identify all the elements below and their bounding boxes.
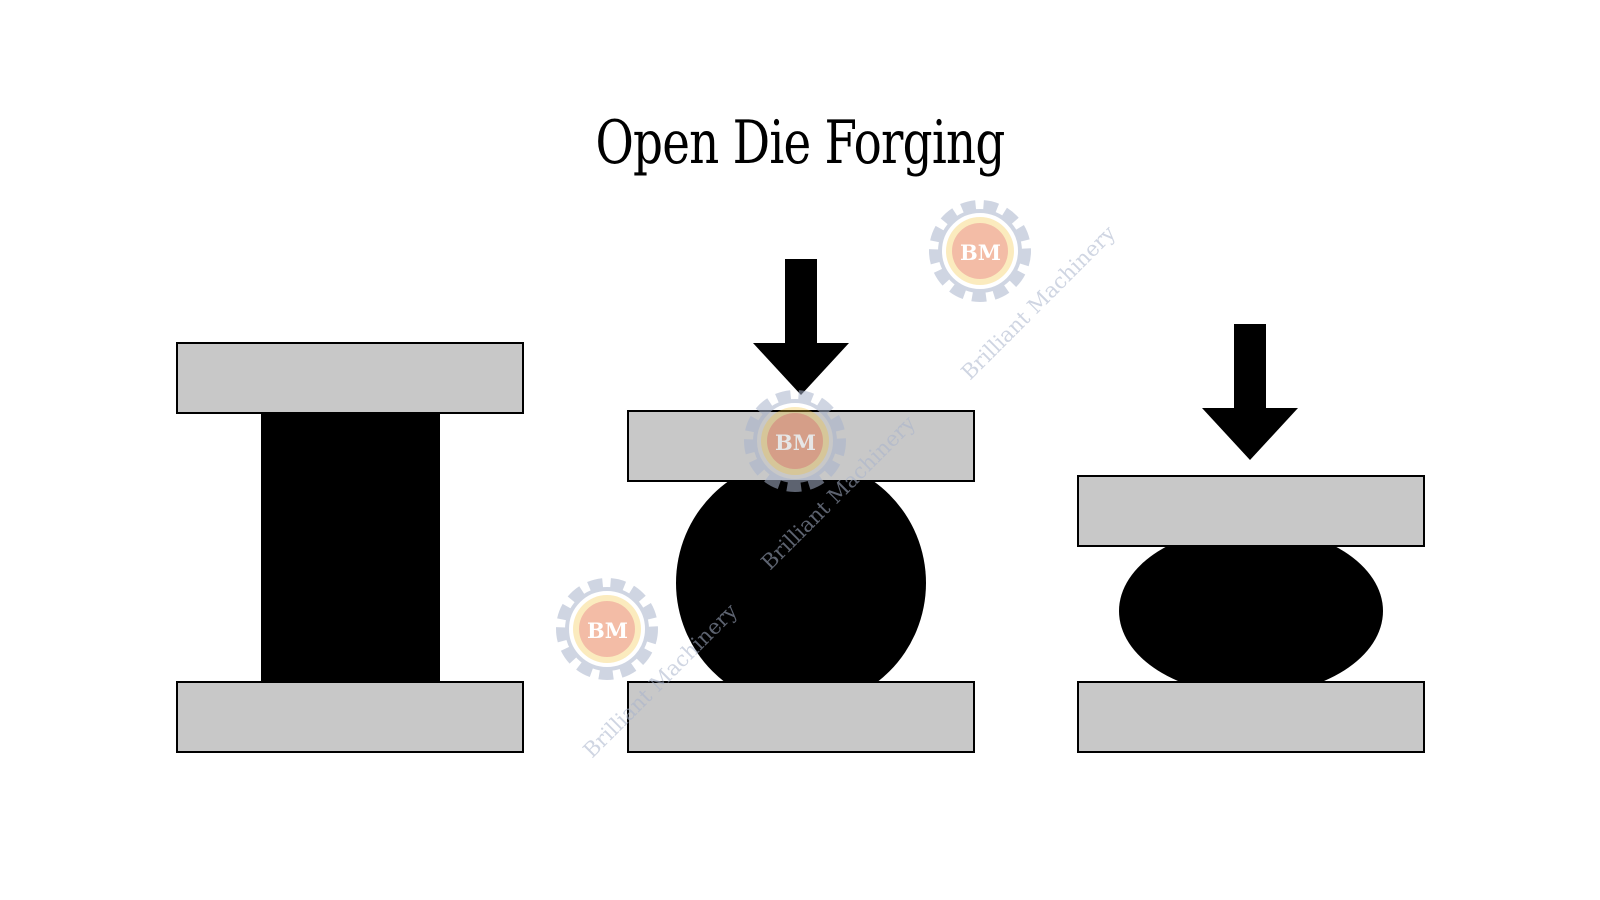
stage-2-down-arrow-icon <box>753 259 849 395</box>
stage-1-workpiece <box>261 402 440 682</box>
watermark-monogram: BM <box>775 430 816 455</box>
watermark-monogram: BM <box>587 618 628 643</box>
stage-2-upper-die <box>627 410 975 482</box>
stage-1-upper-die <box>176 342 524 414</box>
stage-3-workpiece <box>1119 545 1383 682</box>
stage-2-pressing <box>627 259 975 753</box>
stage-1-initial <box>176 342 524 753</box>
stage-3-down-arrow-icon <box>1202 324 1298 460</box>
gear-icon <box>744 390 846 492</box>
diagram-title: Open Die Forging <box>595 108 1005 178</box>
stage-3-upper-die <box>1077 475 1425 547</box>
stage-1-lower-die <box>176 681 524 753</box>
stage-2-workpiece <box>676 481 926 682</box>
stage-3-flattened <box>1077 324 1425 753</box>
stage-3-lower-die <box>1077 681 1425 753</box>
watermark-monogram: BM <box>960 240 1001 265</box>
gear-icon <box>929 200 1031 302</box>
stage-2-lower-die <box>627 681 975 753</box>
gear-icon <box>556 578 658 680</box>
watermark-logo-1: BM Brilliant Machinery <box>929 200 1120 385</box>
